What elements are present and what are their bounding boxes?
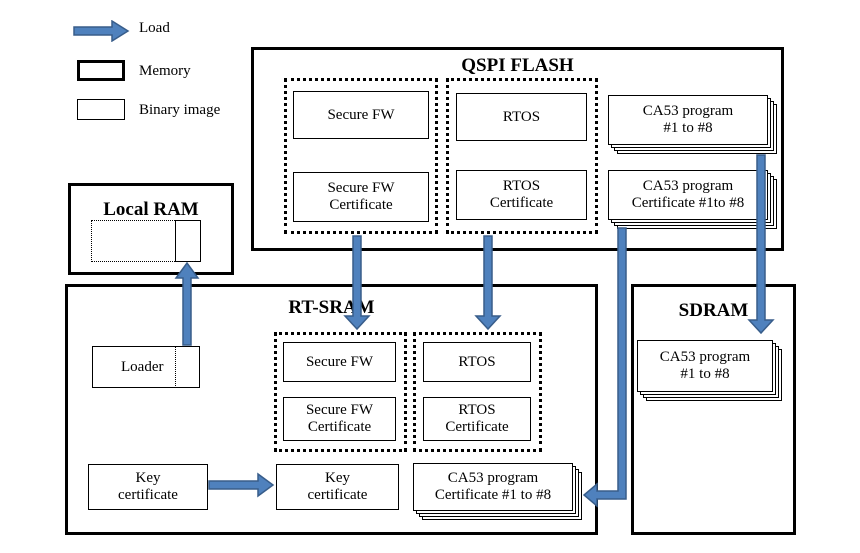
rt-sram-title: RT-SRAM bbox=[288, 297, 375, 318]
qspi-rtos-group bbox=[446, 78, 598, 234]
sdram-title: SDRAM bbox=[678, 300, 749, 321]
qspi-secure-fw-certificate: Secure FW Certificate bbox=[293, 172, 429, 222]
legend-load-label: Load bbox=[139, 20, 170, 36]
rt-sram-rtos-group bbox=[413, 332, 542, 452]
sdram-memory: SDRAM bbox=[631, 284, 796, 535]
rt-sram-rtos-certificate: RTOS Certificate bbox=[423, 397, 531, 441]
legend-binary-label: Binary image bbox=[139, 102, 221, 118]
qspi-secure-fw: Secure FW bbox=[293, 91, 429, 139]
sdram-ca53-program: CA53 program #1 to #8 bbox=[637, 340, 773, 392]
local-ram-loader-image-tail bbox=[175, 220, 201, 262]
load-arrow-icon bbox=[73, 20, 130, 42]
legend-binary-swatch bbox=[77, 99, 125, 120]
rt-sram-secure-fw: Secure FW bbox=[283, 342, 396, 382]
qspi-flash-title: QSPI FLASH bbox=[461, 55, 574, 76]
rt-sram-key-certificate-source: Key certificate bbox=[88, 464, 208, 510]
rt-sram-ca53-certificate: CA53 program Certificate #1 to #8 bbox=[413, 463, 573, 511]
rt-sram-key-certificate: Key certificate bbox=[276, 464, 399, 510]
qspi-secure-fw-group bbox=[284, 78, 438, 234]
rt-sram-rtos: RTOS bbox=[423, 342, 531, 382]
rt-sram-loader-divider bbox=[175, 346, 176, 388]
legend-memory-swatch bbox=[77, 60, 125, 81]
qspi-ca53-certificate: CA53 program Certificate #1to #8 bbox=[608, 170, 768, 220]
qspi-ca53-program: CA53 program #1 to #8 bbox=[608, 95, 768, 145]
rt-sram-secure-fw-group bbox=[274, 332, 407, 452]
rt-sram-loader-label: Loader bbox=[121, 358, 164, 375]
rt-sram-secure-fw-certificate: Secure FW Certificate bbox=[283, 397, 396, 441]
local-ram-memory: Local RAM bbox=[68, 183, 234, 275]
qspi-rtos: RTOS bbox=[456, 93, 587, 141]
legend-memory-label: Memory bbox=[139, 63, 191, 79]
qspi-rtos-certificate: RTOS Certificate bbox=[456, 170, 587, 220]
local-ram-title: Local RAM bbox=[103, 199, 199, 220]
rt-sram-loader: Loader bbox=[92, 346, 200, 388]
